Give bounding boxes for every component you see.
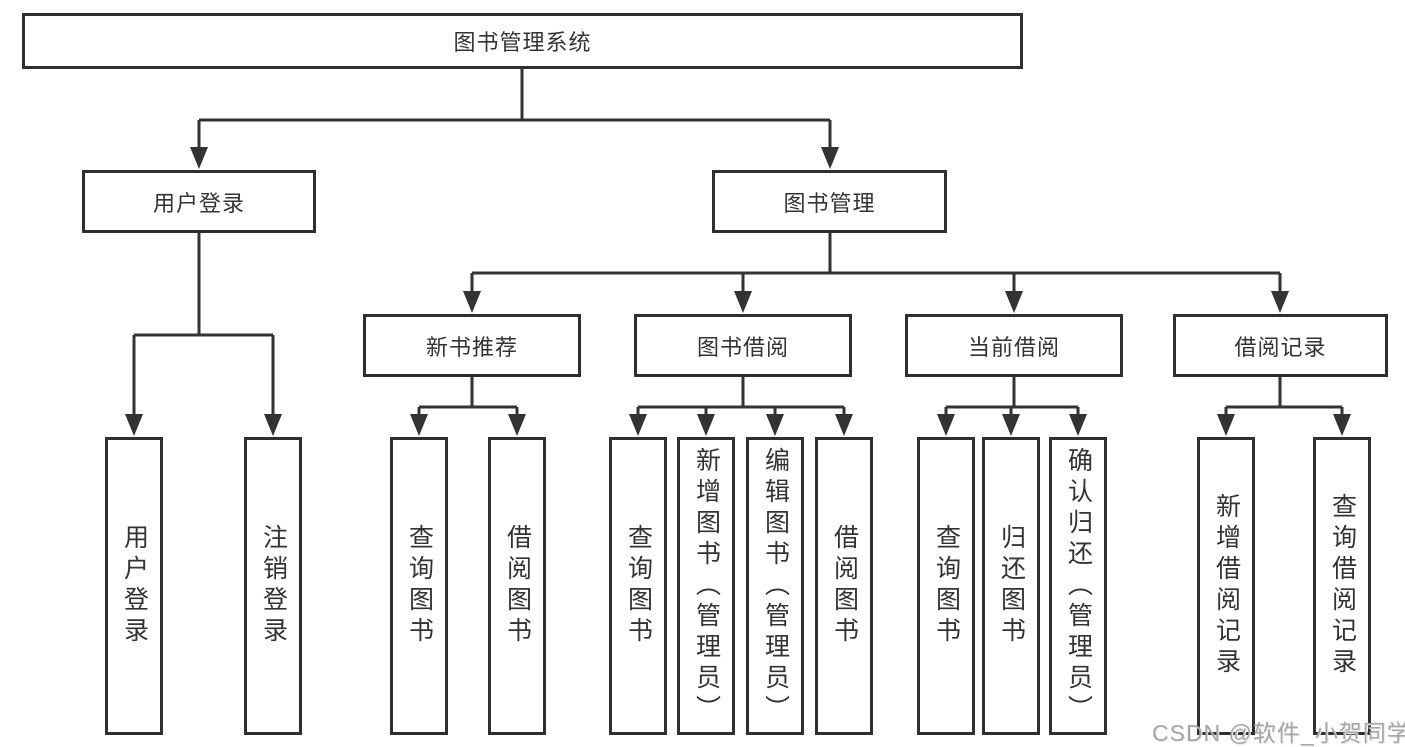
node-library-management-system: 图书管理系统 [22, 13, 1023, 69]
node-user-login: 用户登录 [82, 170, 316, 233]
node-borrow-record: 借阅记录 [1173, 314, 1388, 377]
node-new-book-recommend: 新书推荐 [363, 314, 581, 377]
node-book-management: 图书管理 [712, 170, 947, 233]
leaf-user-login: 用户登录 [105, 437, 163, 735]
leaf-borrow-books-recommend: 借阅图书 [488, 437, 546, 735]
leaf-edit-book-admin: 编辑图书（管理员） [746, 437, 804, 735]
arrowhead-icons [125, 147, 1351, 436]
leaf-query-borrow-record: 查询借阅记录 [1313, 437, 1371, 735]
leaf-logout: 注销登录 [244, 437, 302, 735]
node-current-borrow: 当前借阅 [905, 314, 1123, 377]
leaf-add-book-admin: 新增图书（管理员） [677, 437, 735, 735]
leaf-query-books-recommend: 查询图书 [390, 437, 448, 735]
leaf-query-books-current: 查询图书 [917, 437, 975, 735]
leaf-add-borrow-record: 新增借阅记录 [1197, 437, 1255, 735]
leaf-query-books-borrow: 查询图书 [609, 437, 667, 735]
leaf-return-book: 归还图书 [982, 437, 1040, 735]
leaf-confirm-return-admin: 确认归还（管理员） [1049, 437, 1107, 735]
csdn-watermark: CSDN @软件_小贺同学 [1152, 720, 1405, 746]
node-book-borrow: 图书借阅 [634, 314, 852, 377]
leaf-borrow-books: 借阅图书 [815, 437, 873, 735]
